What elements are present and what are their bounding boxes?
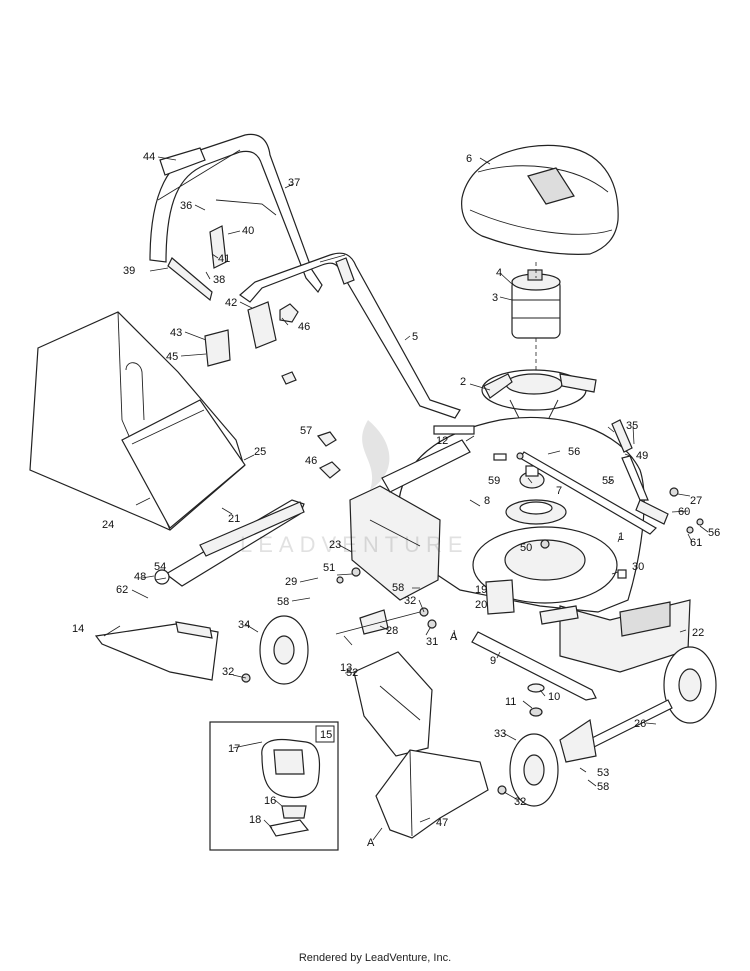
callout-10: 10 [548, 691, 560, 703]
callout-14: 14 [72, 623, 84, 635]
callout-12: 12 [436, 435, 448, 447]
callout-32a: 32 [514, 796, 526, 808]
callout-40: 40 [242, 225, 254, 237]
callout-49: 49 [636, 450, 648, 462]
callout-A1: A [450, 631, 458, 643]
callout-53: 53 [597, 767, 609, 779]
callout-46b: 46 [305, 455, 317, 467]
callout-36: 36 [180, 200, 192, 212]
callout-27: 27 [690, 495, 702, 507]
callout-35: 35 [626, 420, 638, 432]
callout-30: 30 [632, 561, 644, 573]
callout-58a: 58 [597, 781, 609, 793]
callout-17: 17 [228, 743, 240, 755]
callout-23: 23 [329, 539, 341, 551]
callout-1: 1 [618, 531, 624, 543]
callout-46a: 46 [298, 321, 310, 333]
callout-60: 60 [678, 506, 690, 518]
callout-58b: 58 [392, 582, 404, 594]
callout-25: 25 [254, 446, 266, 458]
watermark-logo: LEADVENTURE [240, 420, 469, 557]
callout-29: 29 [285, 576, 297, 588]
callout-26: 26 [634, 718, 646, 730]
callout-62: 62 [116, 584, 128, 596]
callout-39: 39 [123, 265, 135, 277]
svg-text:LEADVENTURE: LEADVENTURE [240, 532, 469, 557]
callout-56a: 56 [568, 446, 580, 458]
rear-door [154, 499, 305, 587]
axle-brackets [335, 609, 673, 763]
mulch-plug [353, 651, 433, 757]
leader-lines [103, 156, 709, 841]
callout-56b: 56 [708, 527, 720, 539]
callout-42: 42 [225, 297, 237, 309]
callout-32b: 32 [404, 595, 416, 607]
upper-handle [149, 133, 323, 302]
callout-19: 19 [475, 584, 487, 596]
motor-cover [461, 144, 619, 255]
callout-2: 2 [460, 376, 466, 388]
blade-adapter-fan [505, 465, 567, 525]
callout-52: 52 [346, 667, 358, 679]
callout-43: 43 [170, 327, 182, 339]
hardware [241, 452, 704, 795]
callout-48: 48 [134, 571, 146, 583]
inset-box: 15 [209, 721, 339, 851]
callout-31: 31 [426, 636, 438, 648]
callout-24: 24 [102, 519, 114, 531]
callout-54: 54 [154, 561, 166, 573]
lower-handle [204, 252, 461, 479]
callout-8: 8 [484, 495, 490, 507]
callout-37: 37 [288, 177, 300, 189]
callout-47: 47 [436, 817, 448, 829]
motor-mount [481, 369, 597, 421]
footer-credit: Rendered by LeadVenture, Inc. [298, 952, 452, 964]
callout-44: 44 [143, 151, 155, 163]
callout-34: 34 [238, 619, 250, 631]
callout-21: 21 [228, 513, 240, 525]
callout-51: 51 [323, 562, 335, 574]
rear-deflector [375, 749, 489, 839]
callout-41: 41 [218, 253, 230, 265]
callout-13: 13 [340, 662, 352, 674]
grass-bag [29, 311, 246, 531]
callout-A2: A [367, 837, 375, 849]
callout-45: 45 [166, 351, 178, 363]
side-discharge-chute [94, 621, 219, 681]
callout-6: 6 [466, 153, 472, 165]
callout-59: 59 [488, 475, 500, 487]
callout-9: 9 [490, 655, 496, 667]
callout-4: 4 [496, 267, 502, 279]
callout-7: 7 [556, 485, 562, 497]
callout-5: 5 [412, 331, 418, 343]
callout-61: 61 [690, 537, 702, 549]
callout-16: 16 [264, 795, 276, 807]
callout-3: 3 [492, 292, 498, 304]
callout-28: 28 [386, 625, 398, 637]
callout-58c: 58 [277, 596, 289, 608]
callout-57: 57 [300, 425, 312, 437]
callout-22: 22 [692, 627, 704, 639]
callout-50: 50 [520, 542, 532, 554]
callout-20: 20 [475, 599, 487, 611]
motor [511, 262, 561, 372]
wheels [259, 615, 717, 807]
callout-labels: 44 37 36 40 41 38 39 42 46 43 45 5 6 4 3… [72, 151, 720, 849]
callout-33: 33 [494, 728, 506, 740]
callout-38: 38 [213, 274, 225, 286]
callout-11: 11 [505, 696, 516, 708]
callout-18: 18 [249, 814, 261, 826]
inset-label: 15 [320, 729, 332, 741]
callout-55: 55 [602, 475, 614, 487]
callout-32c: 32 [222, 666, 234, 678]
